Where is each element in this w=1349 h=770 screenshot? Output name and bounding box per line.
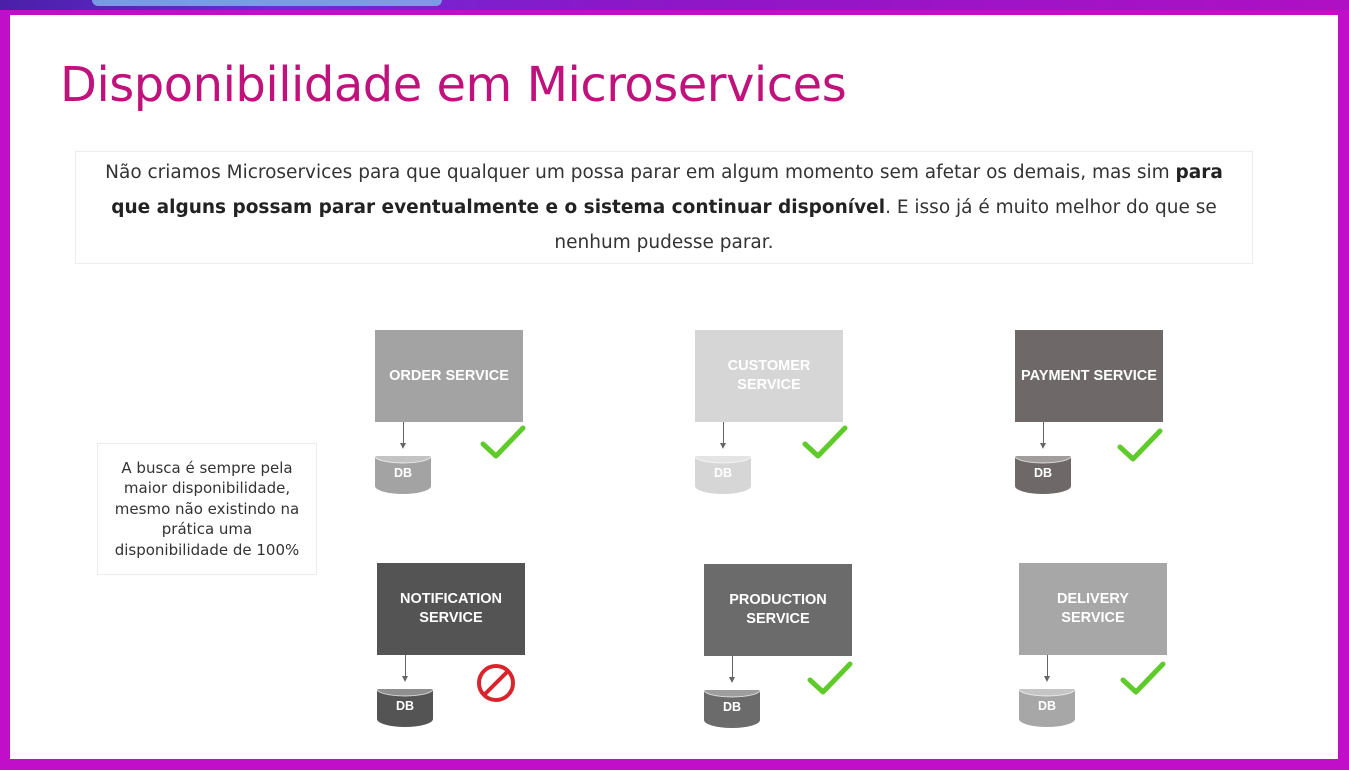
arrow-down-icon	[720, 443, 726, 449]
delivery-service-box: DELIVERY SERVICE	[1019, 563, 1167, 655]
window-top-bar	[0, 0, 1349, 10]
note-box: A busca é sempre pela maior disponibilid…	[97, 443, 317, 575]
db-cylinder	[375, 456, 431, 494]
db-cylinder	[377, 689, 433, 727]
db-label: DB	[722, 700, 742, 714]
notification-service-box: NOTIFICATION SERVICE	[377, 563, 525, 655]
production-service-box: PRODUCTION SERVICE	[704, 564, 852, 656]
window-tab	[92, 0, 442, 6]
service-label: NOTIFICATION SERVICE	[399, 591, 503, 626]
database-icon: DB	[703, 682, 761, 728]
arrow-down-icon	[729, 677, 735, 683]
check-icon	[1117, 425, 1163, 465]
arrow-down-icon	[1044, 676, 1050, 682]
db-label: DB	[1033, 466, 1053, 480]
payment-service-box: PAYMENT SERVICE	[1015, 330, 1163, 422]
db-cylinder	[695, 456, 751, 494]
service-db-connector	[723, 422, 724, 444]
database-icon: DB	[694, 448, 752, 494]
db-cylinder	[1015, 456, 1071, 494]
service-db-connector	[1043, 422, 1044, 444]
db-cylinder	[704, 690, 760, 728]
service-db-connector	[732, 656, 733, 678]
customer-service-box: CUSTOMER SERVICE	[695, 330, 843, 422]
service-db-connector	[403, 422, 404, 444]
intro-box: Não criamos Microservices para que qualq…	[75, 151, 1253, 264]
db-label: DB	[713, 466, 733, 480]
arrow-down-icon	[402, 676, 408, 682]
slide-title: Disponibilidade em Microservices	[60, 57, 847, 113]
database-icon: DB	[1014, 448, 1072, 494]
slide: Disponibilidade em Microservices Não cri…	[10, 15, 1338, 759]
service-db-connector	[405, 655, 406, 677]
blocked-icon	[476, 663, 522, 703]
order-service-box: ORDER SERVICE	[375, 330, 523, 422]
check-icon	[1120, 658, 1166, 698]
database-icon: DB	[1018, 681, 1076, 727]
intro-text: Não criamos Microservices para que qualq…	[86, 155, 1242, 260]
intro-text-bold: para que alguns possam parar eventualmen…	[111, 162, 1223, 218]
database-icon: DB	[374, 448, 432, 494]
check-icon	[807, 658, 853, 698]
db-label: DB	[395, 699, 415, 713]
service-label: PRODUCTION SERVICE	[729, 592, 827, 627]
db-label: DB	[1037, 699, 1057, 713]
intro-text-part2: . E isso já é muito melhor do que se nen…	[554, 197, 1217, 253]
note-text: A busca é sempre pela maior disponibilid…	[114, 458, 300, 559]
service-label: PAYMENT SERVICE	[1021, 367, 1157, 384]
intro-text-part1: Não criamos Microservices para que qualq…	[105, 162, 1176, 183]
service-label: DELIVERY SERVICE	[1057, 591, 1129, 626]
db-cylinder	[1019, 689, 1075, 727]
check-icon	[480, 422, 526, 462]
service-label: ORDER SERVICE	[389, 367, 509, 384]
service-db-connector	[1047, 655, 1048, 677]
db-label: DB	[393, 466, 413, 480]
check-icon	[802, 422, 848, 462]
arrow-down-icon	[400, 443, 406, 449]
service-label: CUSTOMER SERVICE	[727, 358, 811, 393]
arrow-down-icon	[1040, 443, 1046, 449]
database-icon: DB	[376, 681, 434, 727]
